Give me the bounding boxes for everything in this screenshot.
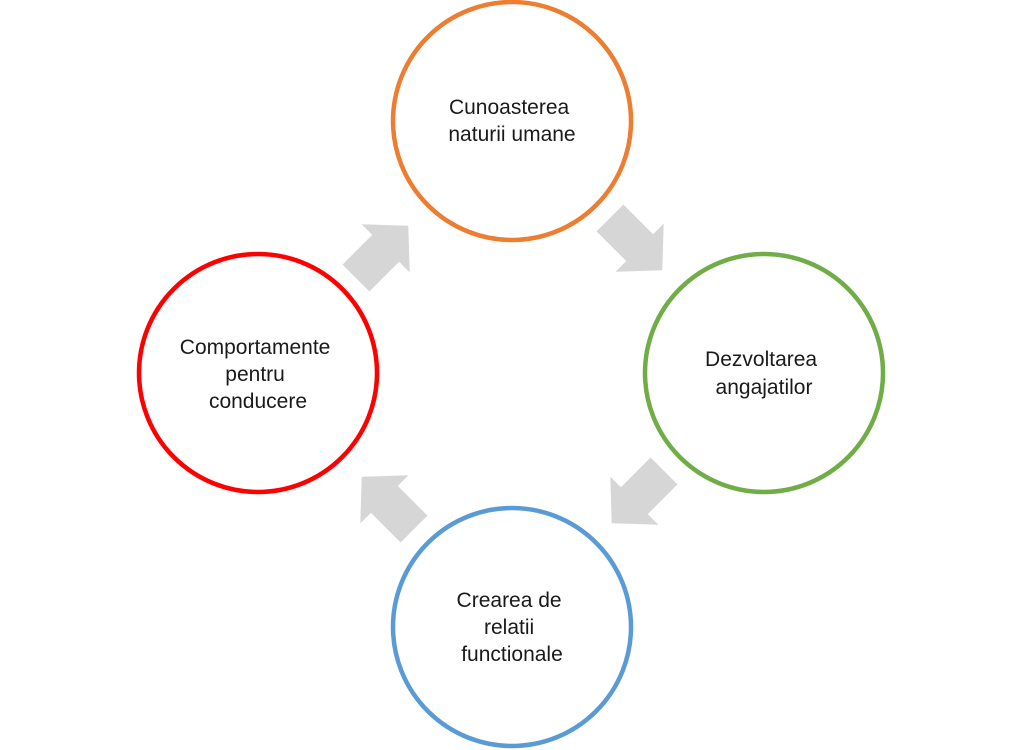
- node-left-label: Comportamente pentru conducere: [180, 336, 336, 413]
- node-top: Cunoasterea naturii umane: [390, 0, 634, 243]
- node-bottom: Crearea de relatii functionale: [390, 505, 634, 749]
- node-bottom-ring: [390, 505, 634, 749]
- node-bottom-label: Crearea de relatii functionale: [457, 589, 568, 666]
- arrow-bottom-to-left: [360, 475, 428, 543]
- arrow-top-to-right: [596, 204, 664, 272]
- node-right-label: Dezvoltarea angajatilor: [705, 348, 823, 399]
- node-left-ring: [136, 251, 380, 495]
- node-right: Dezvoltarea angajatilor: [642, 251, 886, 495]
- node-top-label: Cunoasterea naturii umane: [448, 96, 575, 146]
- arrow-left-to-top: [342, 224, 410, 292]
- node-right-ring: [642, 251, 886, 495]
- arrow-right-to-bottom: [610, 457, 678, 525]
- node-left: Comportamente pentru conducere: [136, 251, 380, 495]
- node-top-ring: [390, 0, 634, 243]
